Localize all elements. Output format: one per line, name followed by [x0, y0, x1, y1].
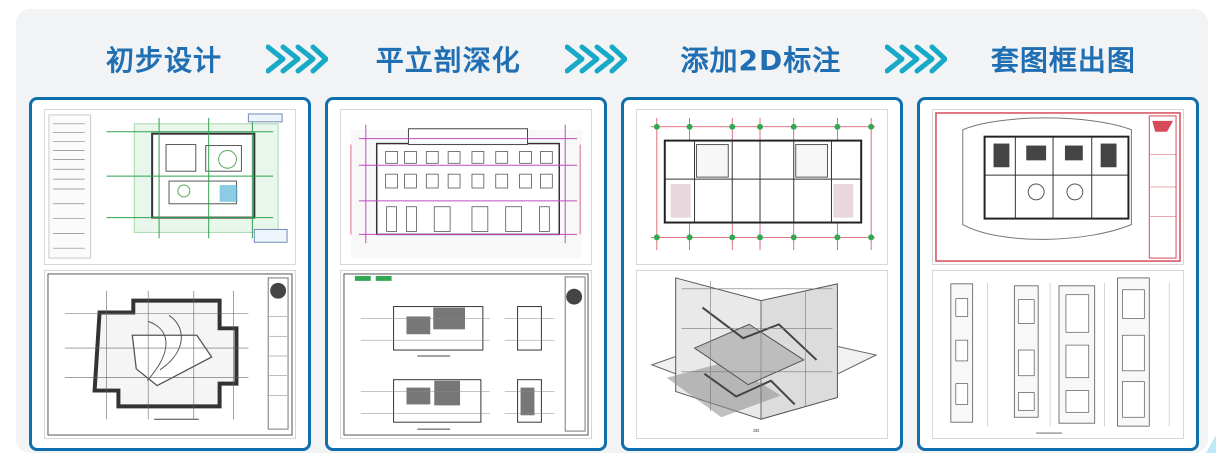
workflow-cards: 3D	[29, 97, 1203, 452]
title-block-output-card[interactable]	[917, 97, 1199, 451]
add-2d-annotation-card[interactable]: 3D	[621, 97, 903, 451]
framed-plan-sheet-drawing	[932, 109, 1184, 265]
plan-elevation-section-card[interactable]	[325, 97, 607, 451]
framed-detail-sheet-drawing	[932, 270, 1184, 439]
preliminary-sheet-drawing	[44, 270, 296, 439]
double-chevron-arrow-icon	[564, 44, 627, 74]
preliminary-plan-drawing	[44, 109, 296, 265]
elevation-drawing	[340, 109, 592, 265]
step-title-add-2d-annotation: 添加2D标注	[680, 44, 842, 77]
step-title-preliminary-design: 初步设计	[106, 44, 223, 77]
workflow-header: 初步设计 平立剖深化 添加2D标注	[34, 34, 1178, 84]
sections-sheet-drawing	[340, 270, 592, 439]
double-chevron-arrow-icon	[265, 44, 328, 74]
step-title-title-block-output: 套图框出图	[990, 44, 1136, 77]
double-chevron-arrow-icon	[885, 44, 948, 74]
svg-text:3D: 3D	[753, 428, 760, 434]
step-title-plan-elevation-section: 平立剖深化	[375, 44, 521, 77]
preliminary-design-card[interactable]	[29, 97, 311, 451]
section-3d-drawing: 3D	[636, 270, 888, 439]
corner-decoration	[1206, 435, 1216, 453]
annotated-plan-drawing	[636, 109, 888, 265]
